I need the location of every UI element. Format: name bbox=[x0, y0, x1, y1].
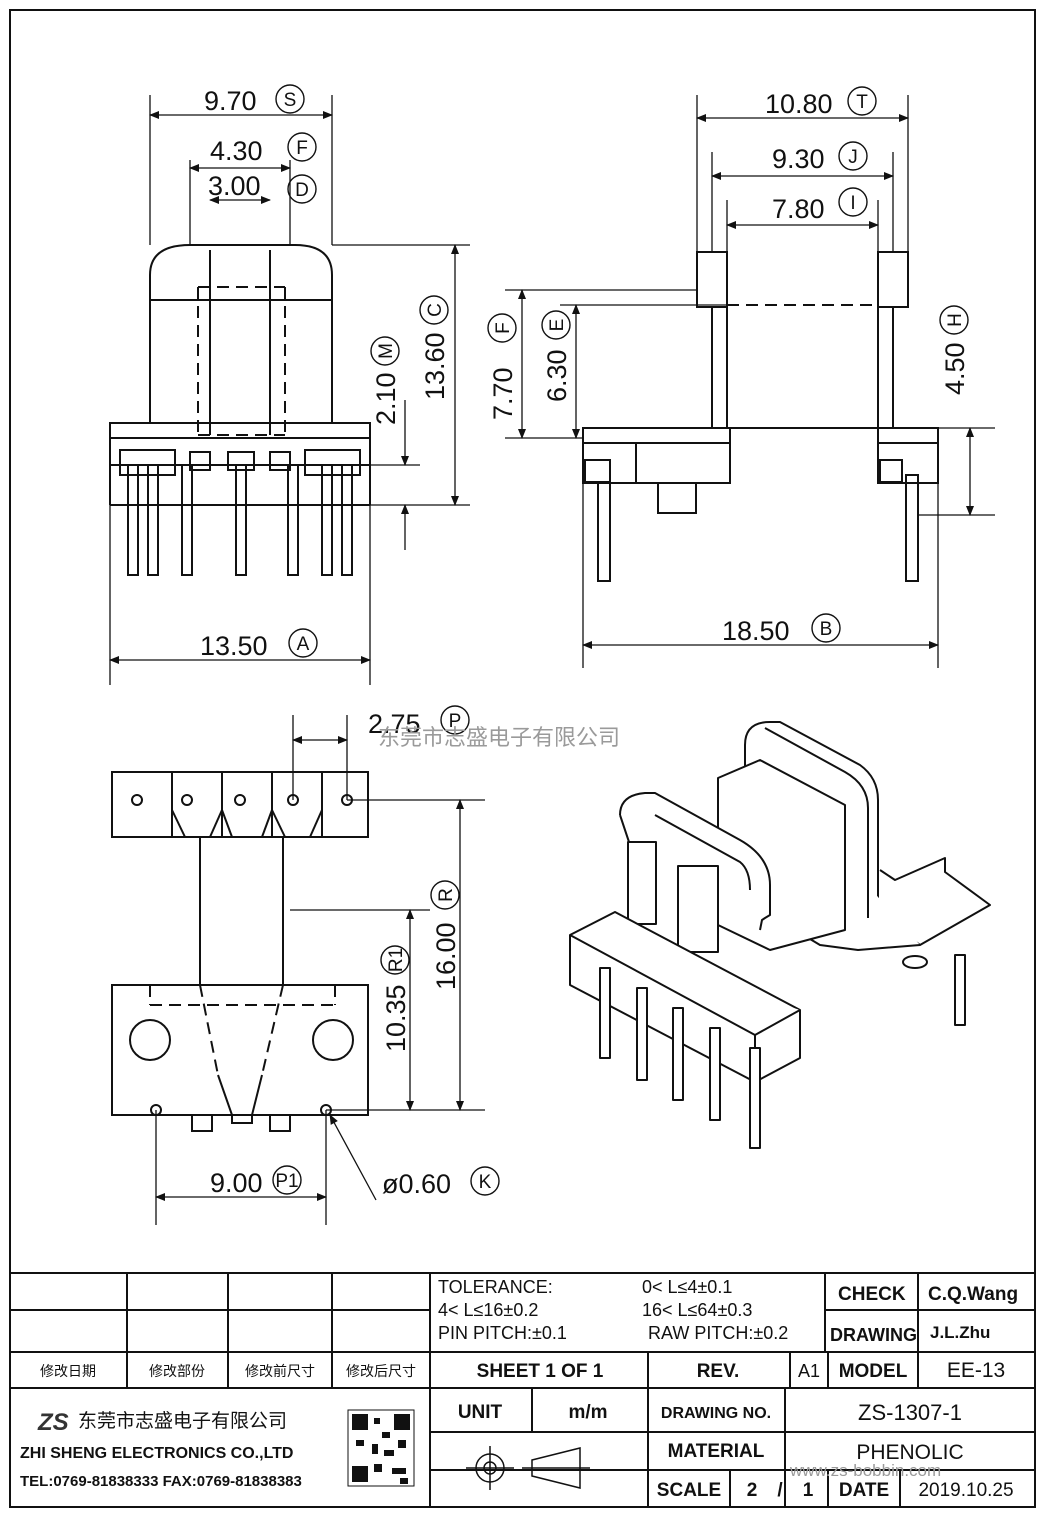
qr-code bbox=[347, 1409, 415, 1487]
model-label: MODEL bbox=[839, 1361, 908, 1382]
dim-e-value: 6.30 bbox=[542, 349, 572, 402]
side-view bbox=[582, 251, 939, 582]
dim-f-value: 4.30 bbox=[210, 136, 263, 166]
dim-d-tag: D bbox=[295, 180, 309, 201]
title-block bbox=[10, 1272, 1035, 1507]
front-view bbox=[109, 244, 371, 576]
scale-sep: / bbox=[777, 1480, 783, 1501]
dim-r-tag: R bbox=[436, 888, 457, 902]
check-label: CHECK bbox=[838, 1284, 906, 1305]
dim-f2-value: 7.70 bbox=[488, 367, 518, 420]
tolerance-label: TOLERANCE: bbox=[438, 1277, 553, 1297]
dim-a-value: 13.50 bbox=[200, 631, 268, 661]
material-value: PHENOLIC bbox=[856, 1441, 963, 1464]
dim-t-tag: T bbox=[856, 92, 868, 113]
dim-p-tag: P bbox=[449, 711, 462, 732]
watermark-text: 东莞市志盛电子有限公司 bbox=[378, 725, 620, 750]
model-value: EE-13 bbox=[947, 1359, 1005, 1382]
dim-p-value: 2.75 bbox=[368, 709, 421, 739]
scale-label: SCALE bbox=[657, 1480, 721, 1501]
rev-value: A1 bbox=[798, 1361, 820, 1381]
date-value: 2019.10.25 bbox=[918, 1480, 1013, 1501]
front-dimensions bbox=[109, 95, 470, 685]
dim-r1-tag: R1 bbox=[386, 948, 407, 972]
dim-p1-tag: P1 bbox=[275, 1171, 298, 1192]
tolerance-3: 16< L≤64±0.3 bbox=[642, 1300, 752, 1320]
dim-h-tag: H bbox=[945, 313, 966, 327]
isometric-view bbox=[569, 721, 991, 1149]
dim-t-value: 10.80 bbox=[765, 89, 833, 119]
company-name-en: ZHI SHENG ELECTRONICS CO.,LTD bbox=[20, 1445, 293, 1462]
dim-s-tag: S bbox=[284, 90, 297, 111]
rev-col-2: 修改部份 bbox=[149, 1363, 205, 1379]
dim-m-tag: M bbox=[376, 343, 397, 359]
dim-s-value: 9.70 bbox=[204, 86, 257, 116]
dim-m-value: 2.10 bbox=[371, 372, 401, 425]
rev-col-4: 修改后尺寸 bbox=[346, 1363, 416, 1379]
dim-r-value: 16.00 bbox=[431, 922, 461, 990]
dim-a-tag: A bbox=[297, 634, 310, 655]
drawing-label: DRAWING bbox=[830, 1325, 917, 1345]
dim-b-tag: B bbox=[820, 619, 833, 640]
drawing-value: J.L.Zhu bbox=[930, 1323, 990, 1342]
date-label: DATE bbox=[839, 1480, 889, 1501]
bottom-dimensions bbox=[155, 715, 485, 1225]
unit-value: m/m bbox=[568, 1402, 607, 1423]
bottom-view bbox=[111, 771, 369, 1132]
dim-j-value: 9.30 bbox=[772, 144, 825, 174]
company-logo: ZS bbox=[37, 1409, 69, 1436]
dim-k-value: ø0.60 bbox=[382, 1169, 451, 1199]
dim-d-value: 3.00 bbox=[208, 171, 261, 201]
dim-b-value: 18.50 bbox=[722, 616, 790, 646]
tolerance-1: 0< L≤4±0.1 bbox=[642, 1277, 732, 1297]
tolerance-2: 4< L≤16±0.2 bbox=[438, 1300, 538, 1320]
dim-r1-value: 10.35 bbox=[381, 984, 411, 1052]
dim-p1-value: 9.00 bbox=[210, 1168, 263, 1198]
dim-c-value: 13.60 bbox=[420, 332, 450, 400]
dim-c-tag: C bbox=[425, 303, 446, 317]
dim-f2-tag: F bbox=[493, 322, 514, 334]
check-value: C.Q.Wang bbox=[928, 1284, 1018, 1305]
rev-col-3: 修改前尺寸 bbox=[245, 1363, 315, 1379]
projection-symbol bbox=[466, 1446, 590, 1490]
dim-i-tag: I bbox=[850, 193, 855, 214]
dim-i-value: 7.80 bbox=[772, 194, 825, 224]
drawing-no-label: DRAWING NO. bbox=[661, 1405, 771, 1422]
unit-label: UNIT bbox=[458, 1402, 503, 1423]
dim-h-value: 4.50 bbox=[940, 342, 970, 395]
side-dimensions bbox=[505, 95, 995, 668]
dim-f-tag: F bbox=[296, 138, 308, 159]
company-contact: TEL:0769-81838333 FAX:0769-81838383 bbox=[20, 1473, 302, 1490]
scale-b: 1 bbox=[803, 1480, 814, 1501]
pin-pitch: PIN PITCH:±0.1 bbox=[438, 1323, 567, 1343]
drawing-no-value: ZS-1307-1 bbox=[858, 1400, 962, 1425]
scale-a: 2 bbox=[747, 1480, 758, 1501]
watermark-url: www.zs-bobbin.com bbox=[789, 1461, 941, 1480]
company-name-cn: 东莞市志盛电子有限公司 bbox=[78, 1410, 287, 1432]
dim-e-tag: E bbox=[547, 319, 568, 332]
dim-k-tag: K bbox=[479, 1172, 492, 1193]
rev-col-1: 修改日期 bbox=[40, 1363, 96, 1379]
material-label: MATERIAL bbox=[668, 1441, 765, 1462]
rev-label: REV. bbox=[697, 1361, 740, 1382]
raw-pitch: RAW PITCH:±0.2 bbox=[648, 1323, 788, 1343]
dim-j-tag: J bbox=[848, 147, 858, 168]
sheet-border bbox=[9, 9, 1036, 1508]
sheet-count: SHEET 1 OF 1 bbox=[477, 1361, 604, 1382]
